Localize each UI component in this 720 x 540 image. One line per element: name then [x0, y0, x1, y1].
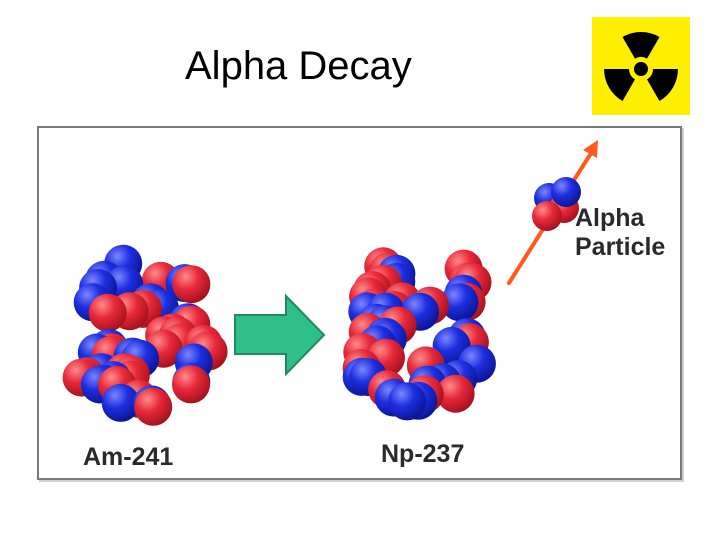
alpha-particle-label: Alpha Particle [575, 204, 665, 262]
proton [172, 265, 211, 304]
alpha-particle [532, 177, 581, 231]
decay-diagram-panel: Am-241 Np-237 Alpha Particle [37, 126, 682, 480]
radiation-trefoil-icon [592, 17, 690, 115]
proton [88, 293, 127, 332]
np-237-nucleus [342, 247, 496, 421]
neutron [440, 283, 479, 322]
np-237-label: Np-237 [381, 440, 465, 468]
proton [172, 365, 210, 404]
am-241-nucleus [62, 244, 228, 426]
neutron [551, 177, 581, 207]
alpha-particle-label-line2: Particle [575, 233, 666, 261]
neutron [388, 382, 427, 421]
proton [134, 387, 173, 426]
decay-diagram [62, 140, 598, 426]
slide-title: Alpha Decay [185, 44, 412, 88]
proton [532, 201, 562, 231]
right-arrow-icon [234, 293, 326, 377]
am-241-label: Am-241 [83, 443, 174, 471]
alpha-particle-label-line1: Alpha [575, 204, 645, 232]
neutron [101, 383, 140, 422]
proton [436, 374, 475, 413]
